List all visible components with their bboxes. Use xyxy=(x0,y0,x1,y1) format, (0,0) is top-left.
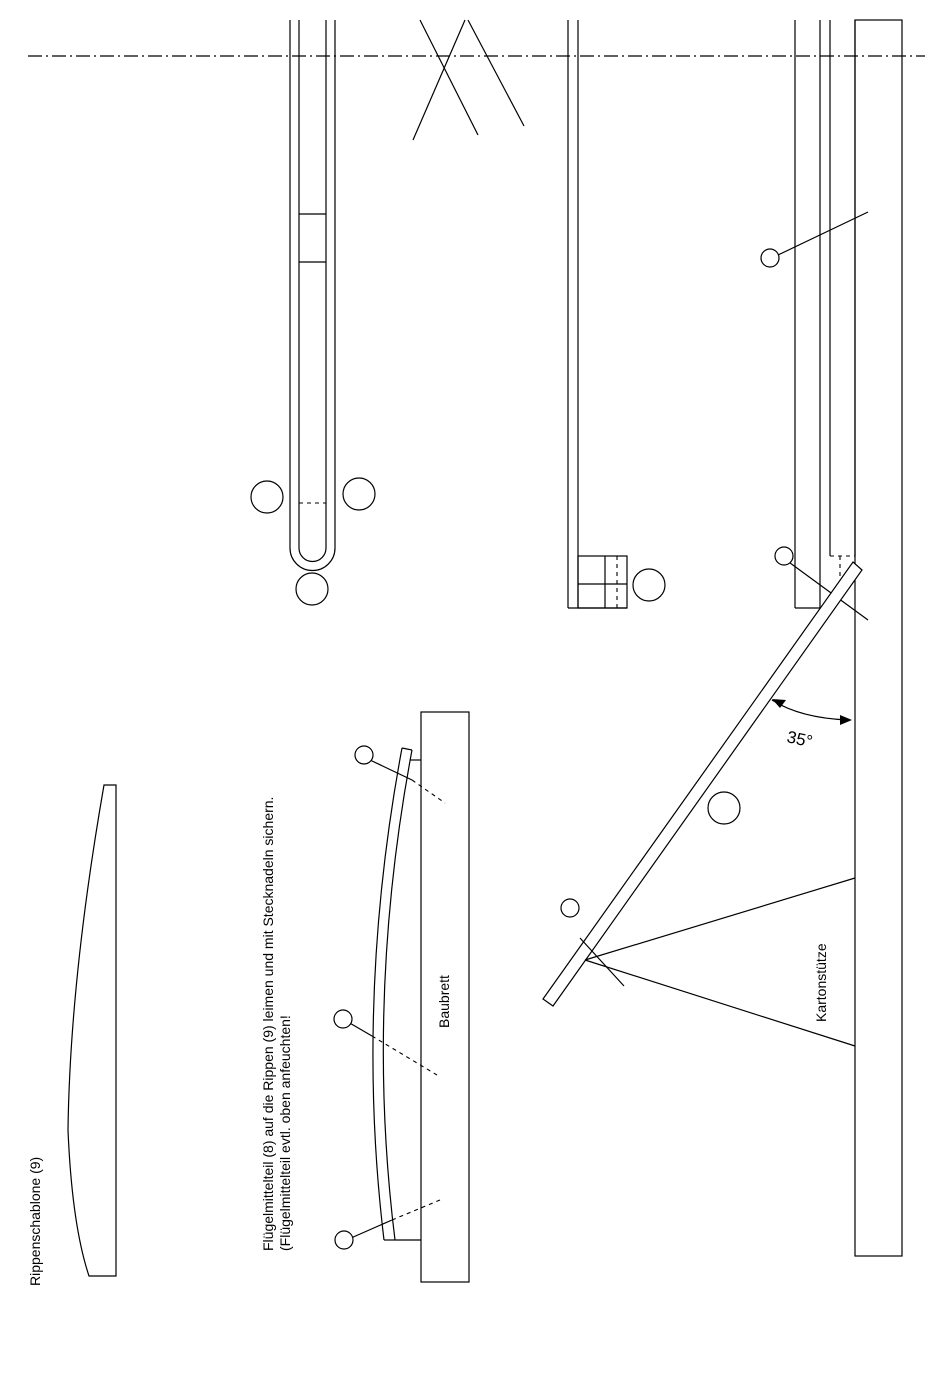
inclined-wing-panel xyxy=(543,562,862,1006)
spar-rail xyxy=(290,20,335,571)
angle-label: 35° xyxy=(785,727,814,751)
instruction-line-2: (Flügelmittelteil evtl. oben anfeuchten! xyxy=(277,1015,293,1251)
cardboard-support xyxy=(561,878,855,1046)
angle-dimension xyxy=(772,699,852,725)
right-rails xyxy=(761,20,868,620)
cardboard-support-label: Kartonstütze xyxy=(813,943,829,1022)
rib-template-label: Rippenschablone (9) xyxy=(27,1157,43,1286)
center-rail xyxy=(568,20,665,608)
pin-circles-spar xyxy=(251,478,375,605)
pin-circle-mid xyxy=(708,792,740,824)
building-board-label: Baubrett xyxy=(436,975,452,1028)
rib-template-shape xyxy=(68,785,116,1276)
building-board-right xyxy=(855,20,902,1256)
curved-wing-part xyxy=(373,748,421,1240)
break-symbol xyxy=(413,20,524,140)
instruction-line-1: Flügelmittelteil (8) auf die Rippen (9) … xyxy=(260,797,276,1251)
